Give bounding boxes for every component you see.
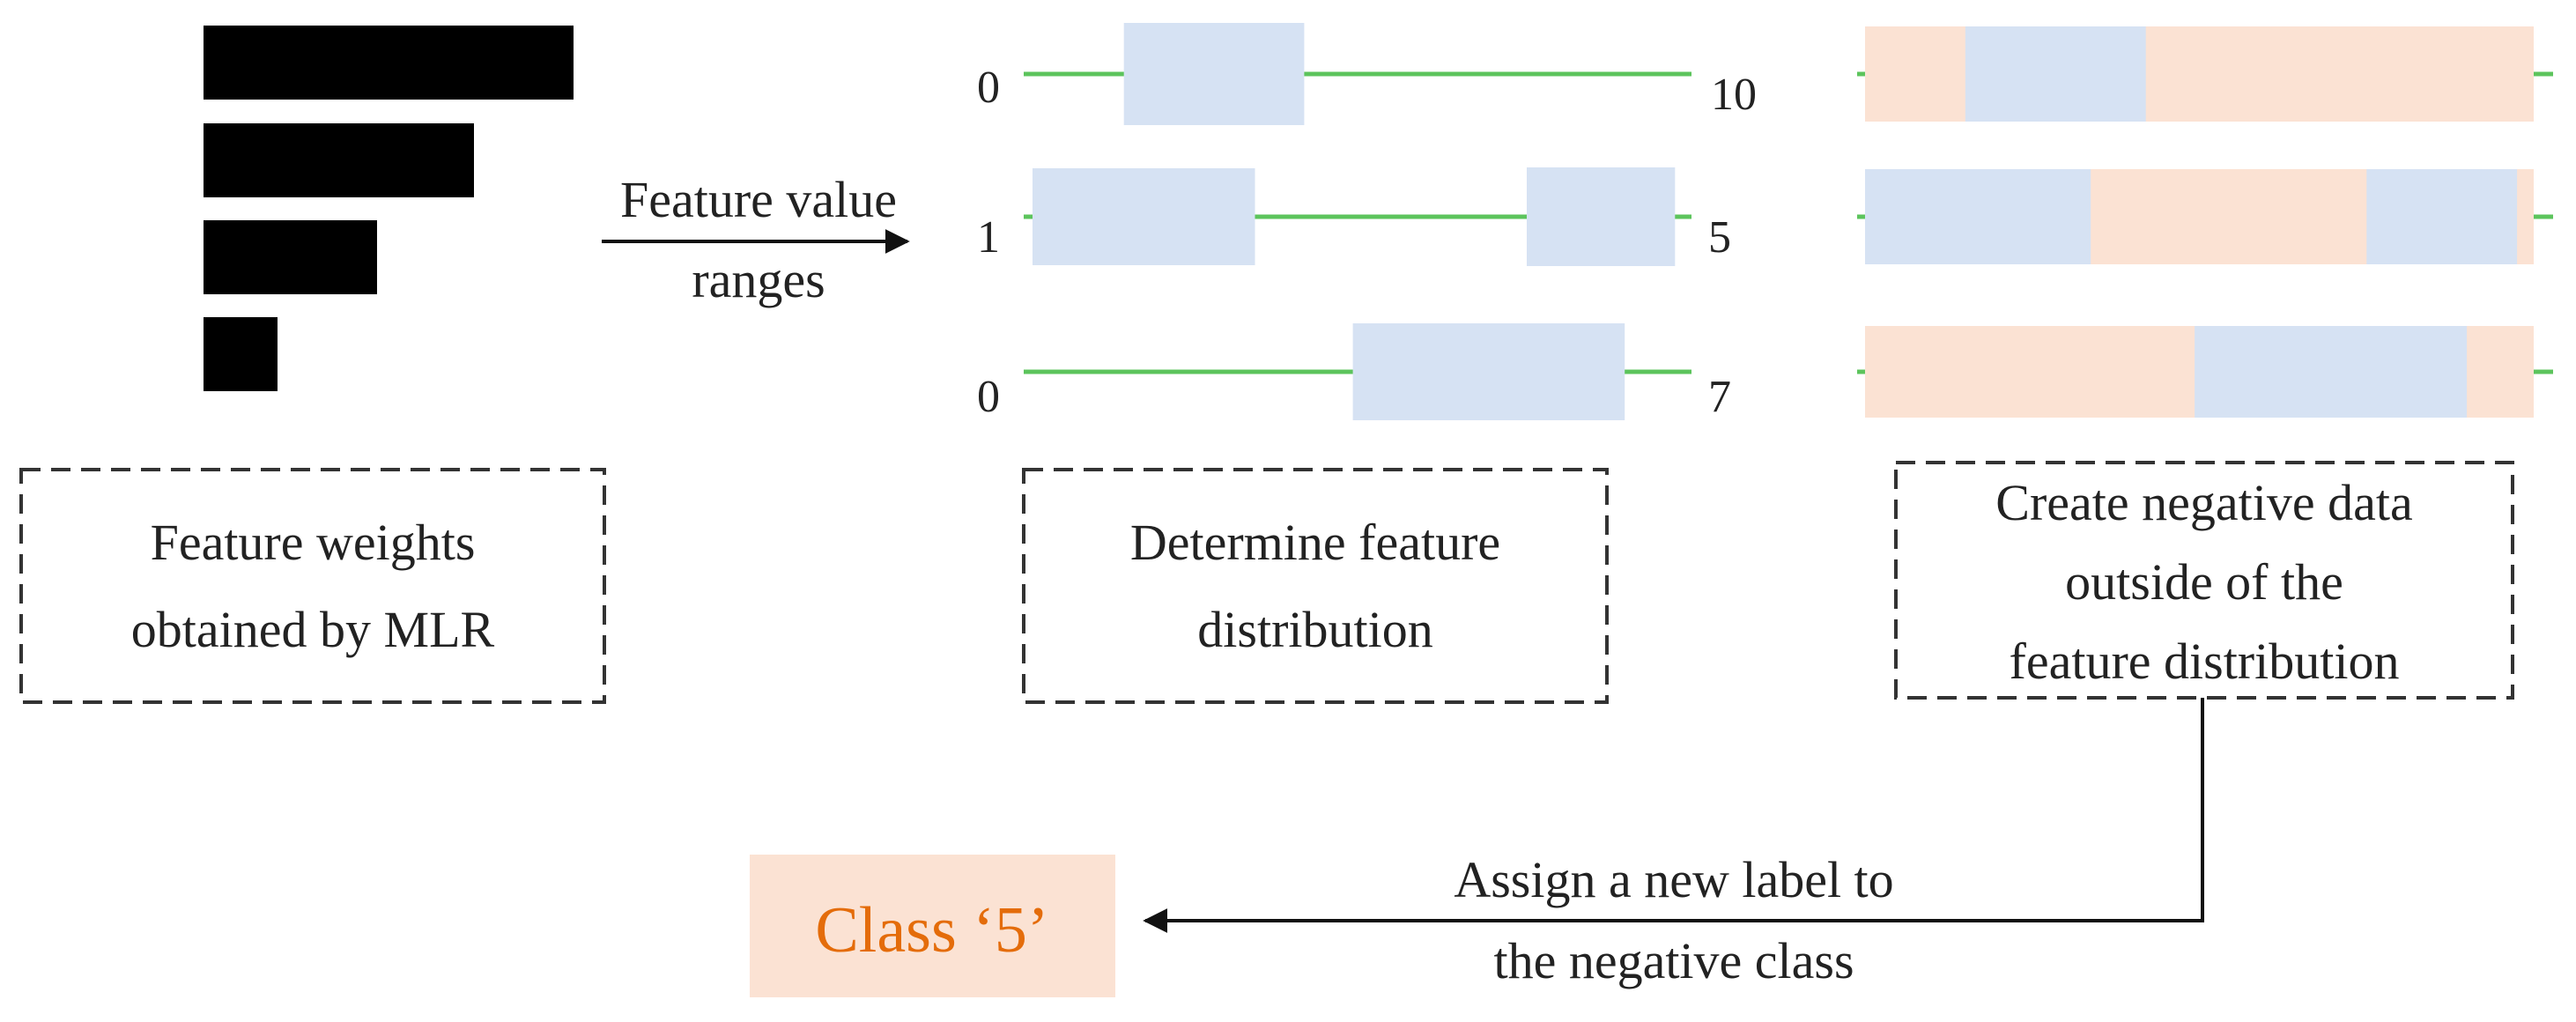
negative-data-panel — [1857, 26, 2553, 418]
arrow2-label-line-2: the negative class — [1493, 932, 1854, 989]
negative-data-caption-box — [1894, 461, 2514, 700]
feature-weights-caption-box — [19, 468, 606, 704]
feature-3-min-label: 0 — [977, 372, 1000, 422]
arrow1-label-line-2: ranges — [692, 251, 825, 308]
feature-1-min-label: 0 — [977, 63, 1000, 113]
feature-range-box — [1123, 23, 1305, 125]
feature-2-min-label: 1 — [977, 212, 1000, 263]
negative-caption-line-1: Create negative data — [1995, 474, 2412, 531]
negative-caption-line-3: feature distribution — [2010, 633, 2400, 690]
feature-range-box — [1965, 26, 2146, 122]
feature-range-box — [2195, 326, 2468, 418]
arrow2-label-line-1: Assign a new label to — [1454, 851, 1893, 908]
feature-weights-caption-line-1: Feature weights — [151, 514, 476, 571]
feature-range-box — [1865, 169, 2091, 264]
feature-1-max-label: 10 — [1711, 70, 1757, 120]
feature-distribution-panel — [1024, 23, 1691, 420]
feature-3-max-label: 7 — [1708, 372, 1731, 422]
new-class-box — [750, 855, 1115, 997]
feature-range-box — [1352, 323, 1625, 420]
feature-2-max-label: 5 — [1708, 212, 1731, 263]
feature-weight-bar — [204, 26, 574, 100]
feature-weight-bar — [204, 123, 474, 197]
feature-weight-bars — [204, 26, 574, 391]
feature-weights-caption-line-2: obtained by MLR — [131, 601, 495, 658]
new-class-label: Class ‘5’ — [815, 894, 1048, 966]
assign-label-arrow — [1143, 698, 2204, 933]
feature-range-box — [1527, 167, 1676, 266]
negative-caption-line-2: outside of the — [2065, 553, 2343, 611]
arrow1-label-line-1: Feature value — [620, 171, 897, 228]
feature-range-box — [2366, 169, 2518, 264]
distribution-caption-line-2: distribution — [1197, 601, 1432, 658]
feature-weight-bar — [204, 317, 278, 391]
feature-weight-bar — [204, 220, 377, 294]
distribution-caption-line-1: Determine feature — [1130, 514, 1500, 571]
feature-range-box — [1033, 168, 1255, 265]
distribution-caption-box — [1022, 468, 1609, 704]
